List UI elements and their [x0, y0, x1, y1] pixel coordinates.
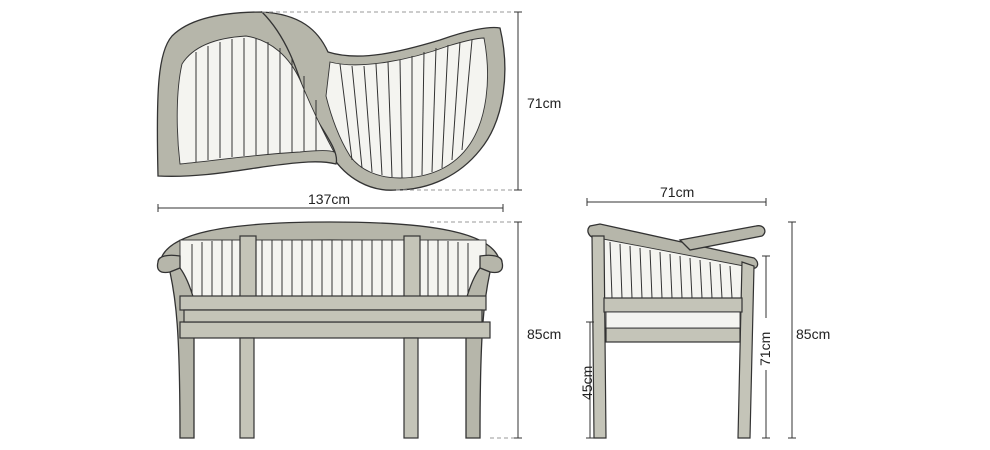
top-view-right-slats	[339, 39, 473, 179]
front-height-label: 85cm	[527, 326, 561, 342]
front-width-label: 137cm	[308, 191, 350, 207]
side-back-height-label: 71cm	[757, 332, 773, 366]
side-total-height-label: 85cm	[796, 326, 830, 342]
front-width-dimension: 137cm	[157, 191, 504, 212]
side-seat-height-label: 45cm	[579, 366, 595, 400]
side-view: 71cm 45c	[579, 184, 830, 439]
top-view: 71cm	[156, 11, 561, 191]
top-depth-label: 71cm	[527, 95, 561, 111]
side-depth-label: 71cm	[660, 184, 694, 200]
front-view-back-slats	[191, 240, 469, 296]
side-view-back-slats	[609, 241, 733, 299]
top-view-left-slats	[195, 38, 317, 162]
front-view: 85cm	[156, 221, 561, 439]
